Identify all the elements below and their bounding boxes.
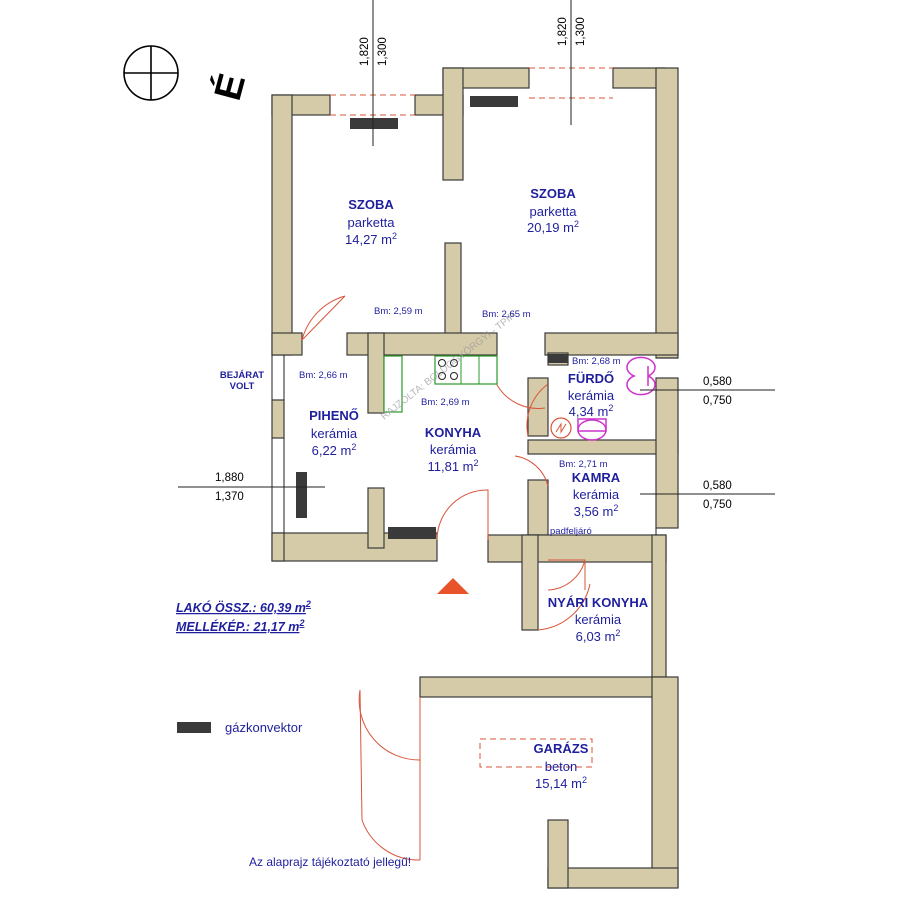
legend-heater-label: gázkonvektor (225, 720, 303, 735)
sink-icon (577, 419, 607, 441)
room-name: SZOBA (348, 197, 394, 212)
height-label: Bm: 2,71 m (559, 459, 608, 470)
walls (271, 67, 679, 889)
room-area: 11,81 m2 (427, 458, 478, 474)
wall-garage-right (651, 676, 679, 888)
wall-divider-lower (444, 242, 462, 339)
heater-icon (470, 96, 518, 107)
room-area: 20,19 m2 (527, 219, 579, 235)
room-piheno: PIHENŐ kerámia 6,22 m2 (309, 408, 359, 458)
wall-garage-bottom-stub (547, 819, 569, 889)
wall-summer-left (521, 534, 539, 631)
room-floor: parketta (348, 215, 396, 230)
attic-access-label: padfeljáró (550, 526, 592, 537)
room-szoba-2: SZOBA parketta 20,19 m2 (527, 186, 579, 235)
height-label: Bm: 2,68 m (572, 356, 621, 367)
wall-left-upper (271, 94, 293, 356)
wall-mid-right (544, 332, 679, 356)
kitchen-counter-icon (383, 355, 403, 413)
room-area: 3,56 m2 (574, 503, 619, 519)
auxiliary-area-total: MELLÉKÉP.: 21,17 m2 (176, 618, 304, 634)
footer-note: Az alaprajz tájékoztató jellegű! (249, 855, 411, 869)
compass-icon (123, 45, 179, 101)
heater-icon (350, 118, 398, 129)
room-name: SZOBA (530, 186, 576, 201)
wall-pantry-bottom (487, 534, 667, 563)
dim-right-lower-1: 0,580 (703, 480, 732, 492)
room-name: NYÁRI KONYHA (548, 595, 649, 610)
wall-divider-top (442, 67, 464, 181)
boiler-icon (550, 417, 572, 439)
room-name: FÜRDŐ (568, 371, 614, 386)
wall-left-mid (271, 399, 285, 439)
doors (301, 295, 591, 861)
stove-icon (438, 359, 458, 380)
room-area: 4,34 m2 (569, 403, 614, 419)
wall-right-upper (655, 67, 679, 359)
bathroom-fixtures (550, 356, 656, 441)
room-name: PIHENŐ (309, 408, 359, 423)
room-nyari-konyha: NYÁRI KONYHA kerámia 6,03 m2 (548, 595, 649, 644)
wall-bottom-corner (271, 532, 285, 562)
dim-top-right-2: 1,300 (575, 17, 587, 46)
room-area: 6,03 m2 (576, 628, 621, 644)
room-garazs: GARÁZS beton 15,14 m2 (534, 741, 589, 791)
dim-top-left-2: 1,300 (377, 37, 389, 66)
wall-garage-top (419, 676, 667, 698)
heaters (296, 96, 568, 539)
dim-top-left-1: 1,820 (359, 37, 371, 66)
living-area-total: LAKÓ ÖSSZ.: 60,39 m2 (176, 599, 311, 615)
height-label: Bm: 2,66 m (299, 370, 348, 381)
legend-heater-icon (177, 722, 211, 733)
room-floor: kerámia (568, 388, 615, 403)
sink-icon (577, 418, 607, 432)
wall-kitchen-stub (367, 332, 385, 414)
height-label: Bm: 2,69 m (421, 397, 470, 408)
toilet-icon (626, 356, 656, 396)
room-furdo: FÜRDŐ kerámia 4,34 m2 (568, 371, 615, 419)
room-szoba-1: SZOBA parketta 14,27 m2 (345, 197, 397, 247)
wall-summer-right (651, 534, 667, 684)
height-label: Bm: 2,59 m (374, 306, 423, 317)
dim-left-1: 1,880 (215, 472, 244, 484)
dim-left-2: 1,370 (215, 491, 244, 503)
dim-right-upper-2: 0,750 (703, 395, 732, 407)
room-name: GARÁZS (534, 741, 589, 756)
dim-top-right-1: 1,820 (557, 17, 569, 46)
room-floor: kerámia (573, 487, 620, 502)
room-area: 6,22 m2 (312, 442, 357, 458)
room-floor: kerámia (311, 426, 358, 441)
wall-mid-corner (271, 332, 303, 356)
room-area: 15,14 m2 (535, 775, 587, 791)
room-kamra: KAMRA kerámia 3,56 m2 (572, 470, 621, 519)
dim-right-lower-2: 0,750 (703, 499, 732, 511)
room-floor: kerámia (430, 442, 477, 457)
wall-pantry-left (527, 479, 549, 536)
room-konyha: KONYHA kerámia 11,81 m2 (425, 425, 482, 474)
room-name: KONYHA (425, 425, 482, 440)
room-floor: kerámia (575, 612, 622, 627)
kitchen-counter-icon (434, 355, 498, 385)
room-area: 14,27 m2 (345, 231, 397, 247)
heater-icon (388, 527, 436, 539)
height-label: Bm: 2,65 m (482, 309, 531, 320)
dim-right-upper-1: 0,580 (703, 376, 732, 388)
entrance-label: BEJÁRAT (220, 370, 264, 381)
dimension-lines (178, 0, 775, 495)
room-floor: beton (545, 759, 578, 774)
room-name: KAMRA (572, 470, 621, 485)
wall-right-lower (655, 377, 679, 529)
entrance-label: VOLT (230, 381, 255, 392)
heater-icon (296, 472, 307, 518)
heater-icon (548, 354, 568, 363)
room-floor: parketta (530, 204, 578, 219)
north-label: É (205, 69, 254, 105)
entrance-marker-icon (437, 578, 469, 594)
kitchen-fixtures (383, 355, 498, 413)
wall-piheno-stub (367, 487, 385, 549)
